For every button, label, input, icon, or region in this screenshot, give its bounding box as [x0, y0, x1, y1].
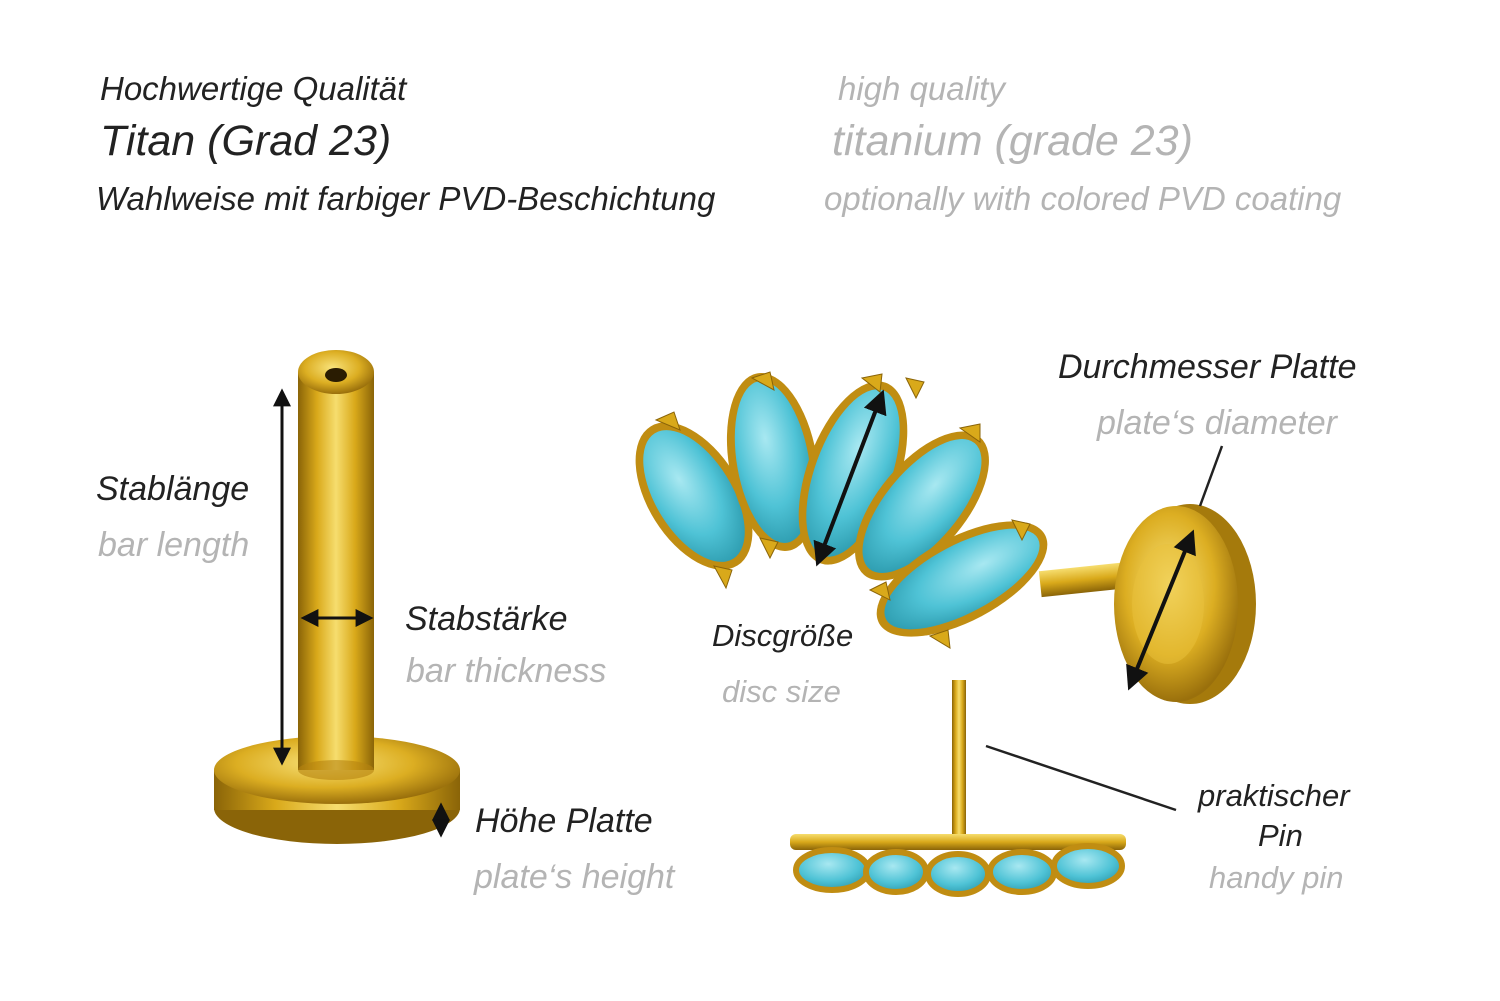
plate-diameter-arrow: [1126, 529, 1196, 691]
marquise-stone-5: [876, 521, 1048, 637]
label-pin-de-line1: praktischer: [1198, 778, 1350, 813]
label-plate-diameter-de: Durchmesser Platte: [1058, 348, 1357, 386]
jeweled-labret: [635, 371, 1256, 704]
label-plate-diameter-en: plate‘s diameter: [1097, 404, 1338, 442]
header-material-en: titanium (grade 23): [832, 117, 1193, 165]
plate-diameter-leader: [1198, 445, 1224, 507]
label-pin-en: handy pin: [1209, 860, 1344, 895]
label-plate-height-en: plate‘s height: [474, 858, 675, 896]
labret-post: [214, 350, 460, 844]
label-disc-size-en: disc size: [722, 674, 841, 709]
header-quality-en: high quality: [838, 70, 1005, 107]
pin-shaft: [952, 680, 966, 840]
marquise-stone-1: [635, 422, 753, 570]
disc-size-arrow: [813, 389, 887, 567]
post-shaft: [298, 372, 374, 770]
pin-leader: [985, 744, 1177, 812]
thread-hole: [325, 368, 347, 382]
marquise-stone-4: [855, 431, 989, 581]
label-bar-length-en: bar length: [98, 526, 250, 564]
label-bar-thickness-de: Stabstärke: [405, 600, 568, 638]
header-quality-de: Hochwertige Qualität: [100, 70, 407, 107]
label-bar-thickness-en: bar thickness: [406, 652, 607, 690]
header-material-de: Titan (Grad 23): [100, 117, 392, 165]
pin-frame: [790, 834, 1126, 850]
marquise-stone-2: [726, 373, 820, 551]
label-plate-height-de: Höhe Platte: [475, 802, 653, 840]
label-pin-de-line2: Pin: [1258, 818, 1303, 853]
label-disc-size-de: Discgröße: [712, 618, 854, 653]
pin-side-view: [790, 680, 1177, 897]
header-coating-en: optionally with colored PVD coating: [824, 180, 1342, 217]
pin-stones: [793, 843, 1125, 897]
label-bar-length-de: Stablänge: [96, 470, 250, 508]
header-coating-de: Wahlweise mit farbiger PVD-Beschichtung: [96, 180, 716, 217]
prongs: [654, 371, 1031, 649]
